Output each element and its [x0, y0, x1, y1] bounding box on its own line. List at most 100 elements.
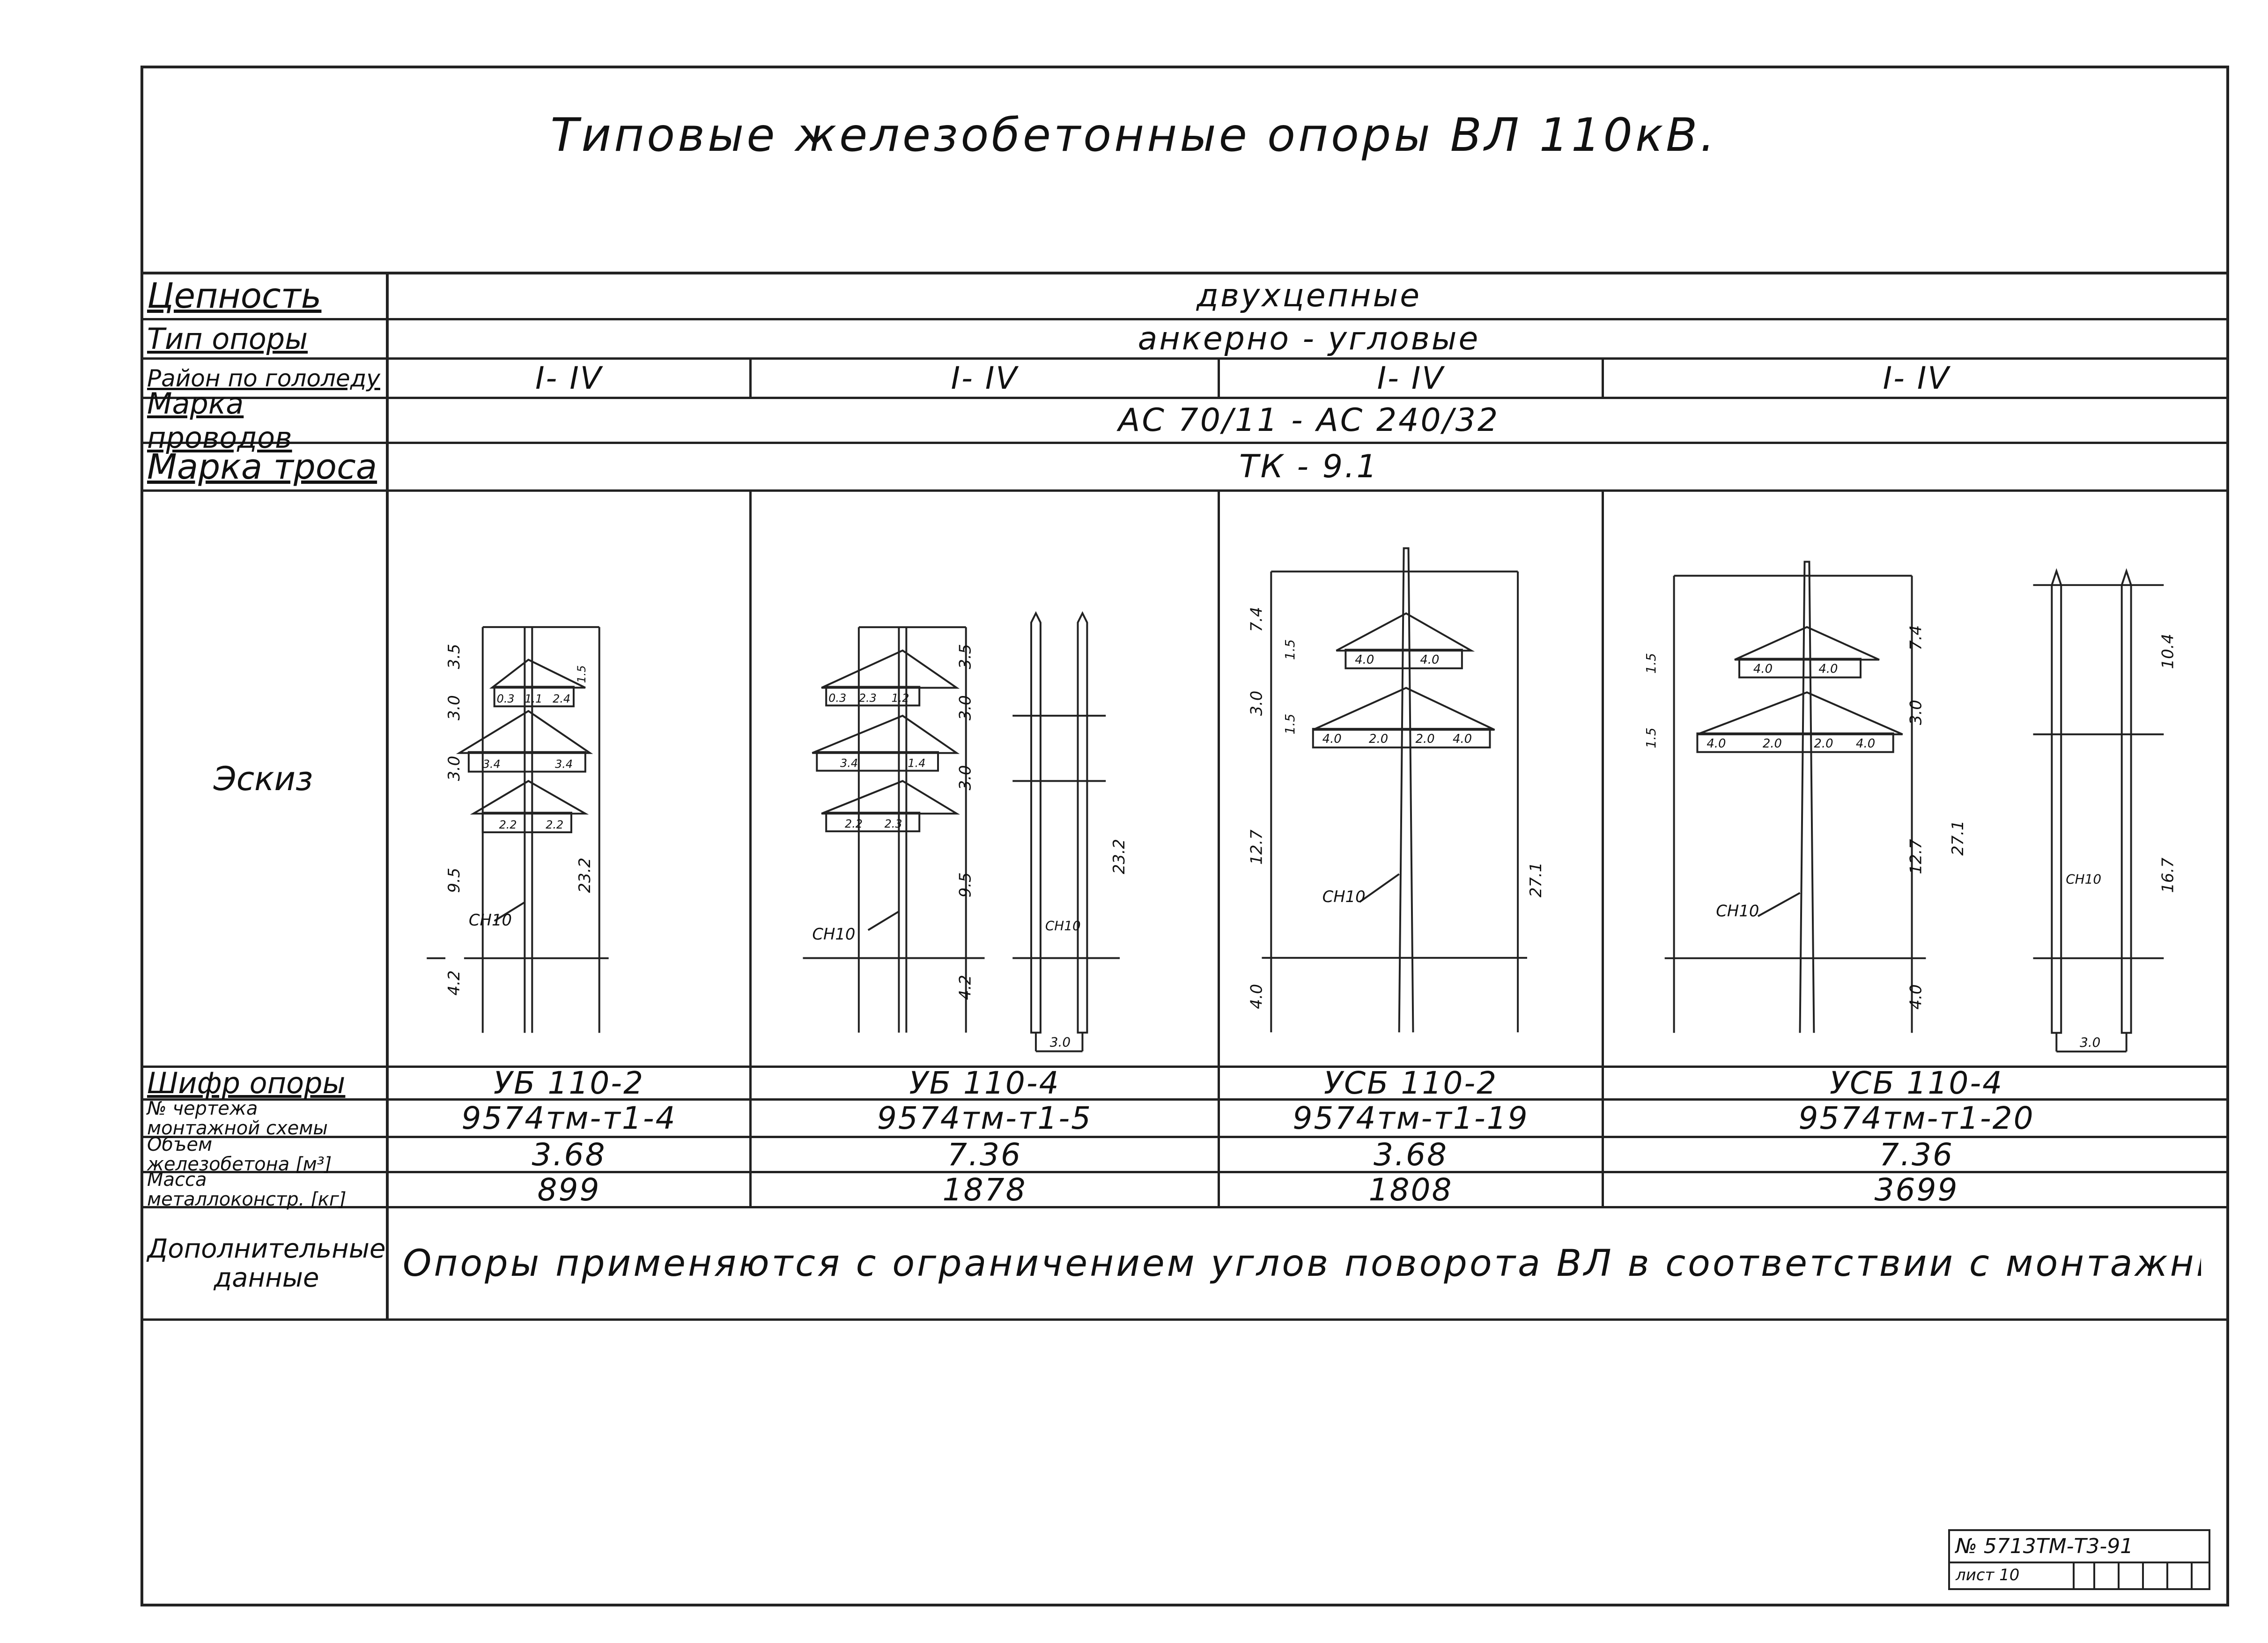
- dim-label: 3.5: [445, 644, 463, 669]
- row-value: двухцепные: [1196, 277, 1422, 314]
- sheet-title: Типовые железобетонные опоры ВЛ 110кВ.: [550, 109, 1718, 162]
- dim-label: 9.5: [956, 872, 975, 897]
- small-dim-label: 1.5: [1643, 727, 1659, 748]
- stamp-box: [2142, 1562, 2168, 1588]
- arm-label: 2.0: [1763, 737, 1782, 751]
- arm-label: 1.1: [525, 692, 542, 705]
- dim-label: 12.7: [1247, 829, 1265, 865]
- value-cell: 7.36: [749, 1137, 1218, 1173]
- dim-label: 4.2: [445, 970, 463, 996]
- title-stamp: № 5713ТМ-Т3-91 лист 10: [1948, 1529, 2210, 1590]
- small-dim-label: 1.5: [1282, 714, 1298, 734]
- support-label: СН10: [469, 911, 512, 929]
- arm-label: 2.0: [1415, 732, 1434, 746]
- support-label: СН10: [812, 925, 855, 943]
- arm-label: 4.0: [1355, 653, 1374, 667]
- support-label: СН10: [1322, 888, 1366, 906]
- value-cell: 7.36: [1602, 1137, 2229, 1173]
- row-label: Цепность: [140, 274, 389, 318]
- tower-drawing: 7.4 3.0 12.7 4.0 1.5 1.5 27.1 10.4 16.7 …: [1643, 561, 2177, 1053]
- arm-label: 2.4: [553, 692, 570, 705]
- arm-label: 4.0: [1453, 732, 1472, 746]
- value-cell: 1808: [1218, 1172, 1602, 1208]
- arm-label: 0.3: [828, 691, 846, 704]
- row-label: Тип опоры: [140, 320, 389, 357]
- tower-drawing: 7.4 3.0 12.7 4.0 1.5 1.5 27.1 4.0 4.0 4.…: [1247, 547, 1545, 1033]
- dim-label: 3.0: [1247, 691, 1265, 716]
- arm-label: 2.3: [859, 691, 877, 704]
- row-label: Район по гололеду: [140, 360, 389, 397]
- total-height-label: 27.1: [1949, 820, 1967, 855]
- row-label: № чертежа монтажной схемы: [140, 1097, 389, 1139]
- row-type: Тип опоры анкерно - угловые: [140, 320, 2229, 360]
- row-label-line: монтажной схемы: [147, 1117, 328, 1139]
- row-volume: Объем железобетона [м³] 3.68 7.36 3.68 7…: [140, 1135, 2229, 1174]
- row-value: анкерно - угловые: [1138, 320, 1480, 357]
- row-label-line: Масса: [147, 1169, 207, 1191]
- value-cell: 9574тм-т1-20: [1602, 1100, 2229, 1136]
- arm-label: 0.3: [497, 692, 515, 705]
- arm-label: 2.2: [499, 818, 517, 831]
- dim-label: 9.5: [445, 868, 463, 893]
- dim-label: 7.4: [1247, 607, 1265, 632]
- value-cell: 899: [537, 1171, 601, 1208]
- stamp-code: № 5713ТМ-Т3-91: [1950, 1531, 2209, 1563]
- arm-label: 2.3: [885, 817, 902, 830]
- arm-label: 1.5: [575, 665, 588, 683]
- total-height-label: 23.2: [576, 858, 594, 893]
- sketch-usb-110-2: 7.4 3.0 12.7 4.0 1.5 1.5 27.1 4.0 4.0 4.…: [1218, 492, 1602, 1066]
- arm-label: 2.2: [845, 817, 863, 830]
- stamp-box: [2093, 1562, 2120, 1588]
- value-cell: I- IV: [749, 360, 1218, 397]
- base-label: 3.0: [1050, 1035, 1071, 1050]
- arm-label: 4.0: [1322, 732, 1342, 746]
- arm-label: 3.4: [840, 757, 858, 770]
- row-label: Объем железобетона [м³]: [140, 1135, 389, 1174]
- row-label-line: Дополнительные: [147, 1233, 386, 1264]
- row-extra: Дополнительные данные Опоры применяются …: [140, 1208, 2229, 1321]
- support-label: СН10: [2066, 872, 2101, 887]
- stamp-sheet: лист 10: [1950, 1562, 2075, 1588]
- arm-label: 2.0: [1369, 732, 1388, 746]
- stamp-box: [2166, 1562, 2193, 1588]
- tower-drawing: 3.5 3.0 3.0 9.5 4.2 23.2 0.3 2.3 1.2 3.4…: [803, 611, 1128, 1052]
- row-label-line: металлоконстр. [кг]: [147, 1189, 347, 1210]
- arm-label: 3.4: [483, 758, 501, 771]
- sketch-ub-110-2: 3.5 3.0 3.0 9.5 4.2 23.2 0.3 1.1 2.4 3.4…: [389, 492, 749, 1066]
- arm-label: 1.4: [908, 757, 925, 770]
- small-dim-label: 1.5: [1282, 639, 1298, 660]
- value-cell: 1878: [749, 1172, 1218, 1208]
- value-cell: I- IV: [1602, 360, 2229, 397]
- value-cell: 3.68: [1218, 1137, 1602, 1173]
- value-cell: УСБ 110-4: [1602, 1065, 2229, 1101]
- header-rule: [140, 272, 2229, 274]
- row-sketch: Эскиз: [140, 492, 2229, 1068]
- row-mass: Масса металлоконстр. [кг] 899 1878 1808 …: [140, 1169, 2229, 1210]
- dim-label: 4.2: [956, 975, 975, 1000]
- dim-label: 3.0: [445, 756, 463, 781]
- total-height-label: 27.1: [1527, 862, 1545, 897]
- row-label: Марка троса: [140, 444, 389, 489]
- extra-note: Опоры применяются с ограничением углов п…: [403, 1242, 2201, 1285]
- value-cell: 9574тм-т1-5: [749, 1100, 1218, 1136]
- sketch-ub-110-4: 3.5 3.0 3.0 9.5 4.2 23.2 0.3 2.3 1.2 3.4…: [749, 492, 1218, 1066]
- value-cell: 3699: [1602, 1172, 2229, 1208]
- tower-drawing: 3.5 3.0 3.0 9.5 4.2 23.2 0.3 1.1 2.4 3.4…: [427, 626, 609, 1033]
- base-label: 3.0: [2080, 1035, 2100, 1050]
- arm-label: 4.0: [1818, 662, 1838, 676]
- row-label-line: № чертежа: [147, 1097, 258, 1119]
- right-dim-label: 16.7: [2158, 858, 2177, 893]
- row-label: Эскиз: [140, 492, 389, 1066]
- dim-label: 3.0: [956, 695, 975, 720]
- arm-label: 2.0: [1814, 737, 1833, 751]
- row-label-line: данные: [214, 1262, 319, 1293]
- value-cell: I- IV: [535, 360, 603, 396]
- dim-label: 3.0: [1906, 700, 1925, 725]
- row-drawing-number: № чертежа монтажной схемы 9574тм-т1-4 95…: [140, 1097, 2229, 1139]
- row-label: Марка проводов: [140, 386, 389, 455]
- arm-label: 4.0: [1420, 653, 1439, 667]
- value-cell: УБ 110-2: [493, 1065, 645, 1101]
- dim-label: 4.0: [1906, 984, 1925, 1010]
- row-label: Дополнительные данные: [140, 1208, 389, 1318]
